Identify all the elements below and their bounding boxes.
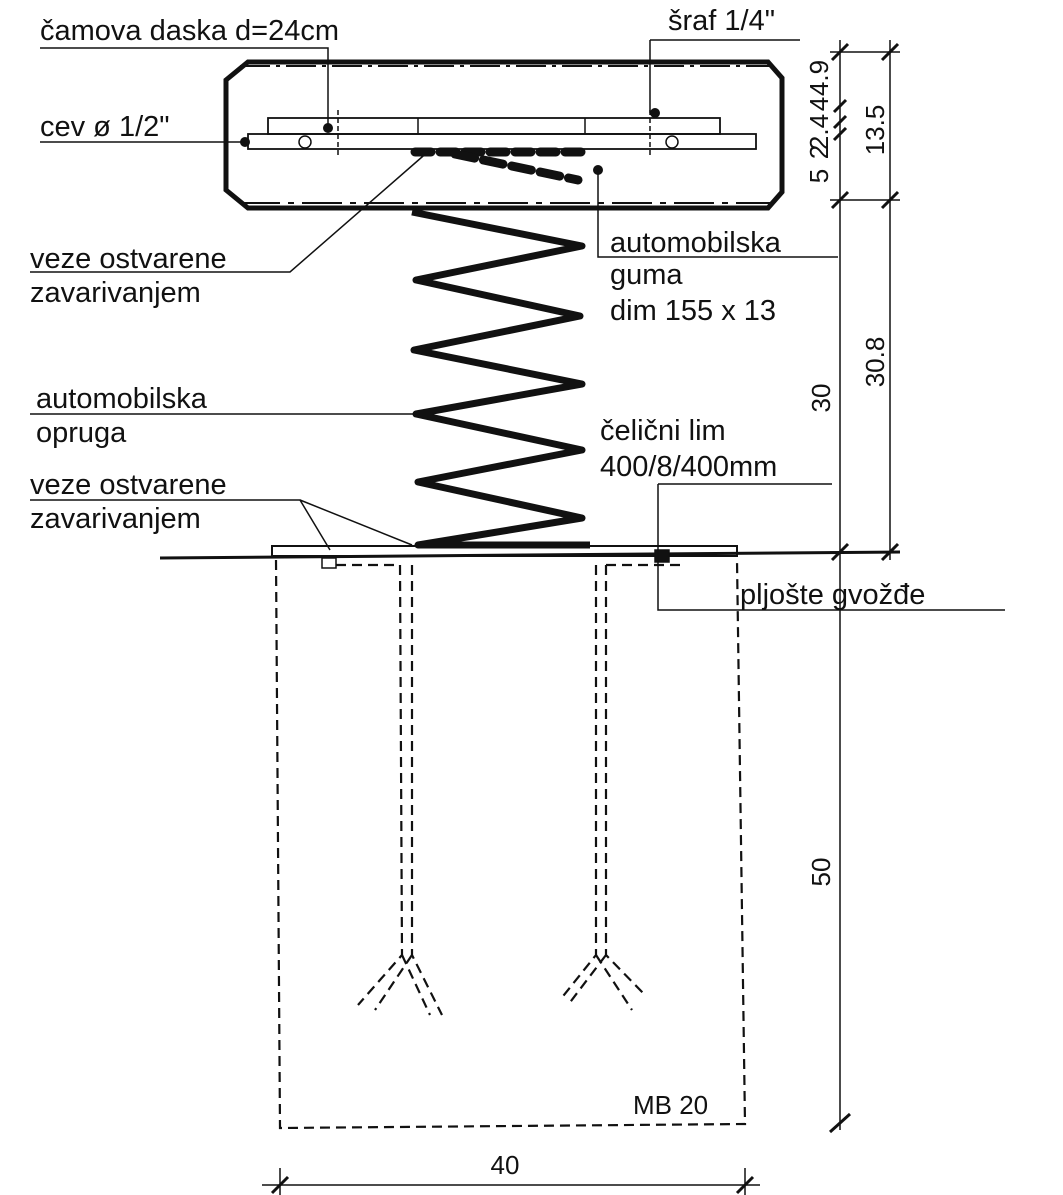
label-tire-1: automobilska <box>610 227 782 259</box>
label-concrete-grade: MB 20 <box>633 1090 708 1120</box>
bolt-leader-dot <box>650 108 660 118</box>
dim-top-b: 4 <box>804 97 834 111</box>
dim-top-total: 13.5 <box>860 105 890 156</box>
dim-spring-total: 30.8 <box>860 337 890 388</box>
label-board: čamova daska d=24cm <box>40 15 339 47</box>
flat-iron-left <box>321 557 337 569</box>
dim-spring: 30 <box>806 384 836 413</box>
dim-foundation: 50 <box>806 858 836 887</box>
label-tire-2: guma <box>610 259 683 291</box>
dimension-ticks <box>270 42 900 1195</box>
label-weld-bot-1: veze ostvarene <box>30 469 227 501</box>
label-bolt: šraf 1/4" <box>668 5 775 37</box>
dim-top-d: 2 <box>804 145 834 159</box>
dim-top-c: 2.4 <box>804 114 834 150</box>
leader-lines <box>30 39 1005 611</box>
seat-board <box>223 59 785 211</box>
steel-plate <box>271 545 738 557</box>
label-spring-1: automobilska <box>36 383 208 415</box>
flat-iron-right <box>654 549 670 563</box>
dim-width: 40 <box>491 1150 520 1180</box>
label-pipe: cev ø 1/2" <box>40 111 170 143</box>
spring-coil <box>410 208 590 549</box>
dim-top-a: 4.9 <box>804 60 834 96</box>
label-flat-iron: pljošte gvožđe <box>740 579 925 611</box>
label-tire-3: dim 155 x 13 <box>610 295 776 327</box>
label-plate-2: 400/8/400mm <box>600 451 777 483</box>
label-weld-bot-2: zavarivanjem <box>30 503 201 535</box>
tire-section <box>410 147 590 185</box>
label-plate-1: čelični lim <box>600 415 726 447</box>
label-spring-2: opruga <box>36 417 127 449</box>
label-weld-top-2: zavarivanjem <box>30 277 201 309</box>
dim-top-e: 5 <box>804 169 834 183</box>
label-weld-top-1: veze ostvarene <box>30 243 227 275</box>
foundation <box>274 559 747 1130</box>
